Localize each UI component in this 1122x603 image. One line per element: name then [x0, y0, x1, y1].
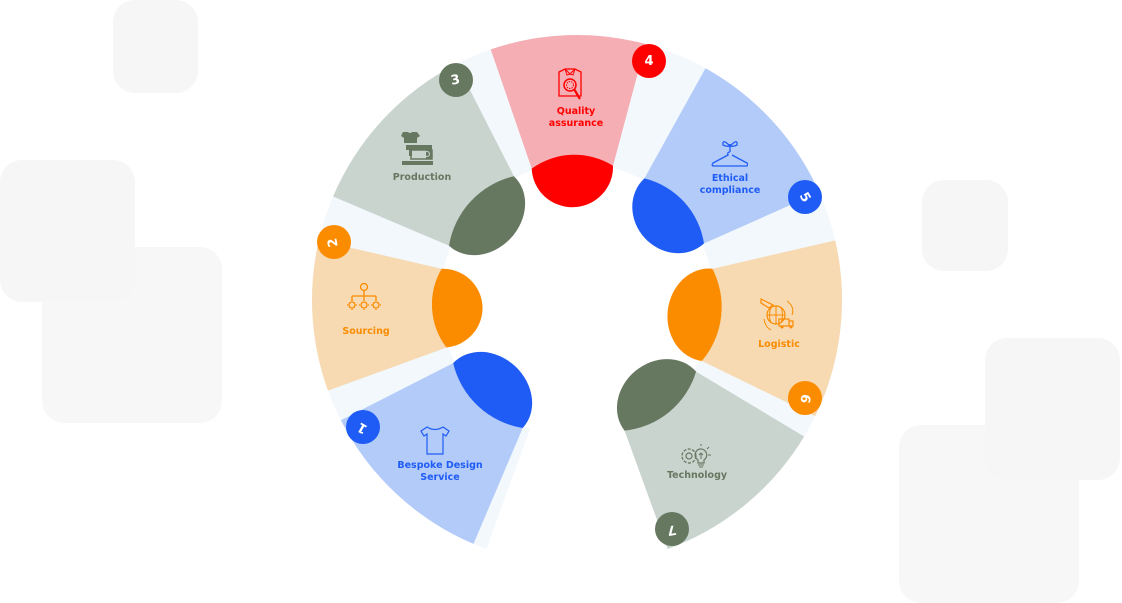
step-number-badge: 5: [788, 180, 822, 214]
globe-plane-truck-icon: [759, 297, 797, 337]
segment-label-line: Service: [420, 472, 460, 483]
segment-petal: [449, 176, 526, 256]
segment-petal: [531, 154, 614, 208]
step-number-badge: 7: [655, 512, 689, 546]
step-number: 6: [796, 392, 814, 404]
tshirt-icon: [418, 424, 456, 464]
segment-label: Logistic: [758, 339, 800, 351]
segment-label-line: Ethical: [711, 173, 749, 184]
segment-wedge: [340, 362, 524, 544]
segment-wedge: [312, 240, 449, 391]
step-number: 2: [325, 236, 343, 248]
step-number: 5: [796, 189, 814, 205]
shirt-magnifier-icon: [553, 68, 591, 108]
segment-label: Technology: [667, 470, 727, 482]
segment-ethical-compliance[interactable]: [632, 68, 820, 254]
background-square: [899, 425, 1079, 603]
step-number: 4: [644, 53, 654, 69]
segment-bespoke-design-service[interactable]: [340, 351, 533, 544]
segment-wedge: [623, 370, 805, 549]
segment-petal: [632, 178, 704, 254]
background-square: [113, 0, 198, 93]
segment-label-line: Bespoke Design: [397, 460, 483, 471]
segment-quality-assurance[interactable]: [490, 34, 646, 208]
step-number: 1: [355, 418, 371, 436]
step-number-badge: 4: [632, 44, 666, 78]
segment-label-line: Sourcing: [342, 326, 390, 337]
segment-label-line: Logistic: [758, 339, 800, 350]
segment-label-line: assurance: [548, 118, 604, 129]
background-square: [922, 180, 1008, 271]
step-number-badge: 2: [317, 225, 351, 259]
segment-petal: [431, 268, 483, 348]
segment-petal: [667, 268, 722, 361]
segment-wedge: [490, 34, 646, 171]
segment-production[interactable]: [333, 63, 526, 256]
step-number-badge: 1: [346, 410, 380, 444]
segment-wedge: [700, 240, 843, 417]
background-square: [42, 247, 222, 423]
segment-wedge: [643, 68, 820, 245]
segment-label: Production: [393, 172, 451, 184]
segment-petal: [453, 351, 533, 428]
gear-bulb-icon: [678, 441, 716, 481]
step-number-badge: 3: [439, 63, 473, 97]
segment-logistic[interactable]: [667, 240, 843, 417]
segment-petal: [616, 359, 697, 431]
step-number: 3: [450, 71, 462, 89]
hanger-sprout-icon: [710, 136, 749, 176]
network-hierarchy-icon: [347, 282, 385, 323]
sewing-machine-icon: [397, 130, 435, 170]
segment-label-line: Quality: [556, 106, 596, 117]
segment-sourcing[interactable]: [312, 240, 483, 391]
segment-wedge: [333, 63, 515, 247]
segment-label: Sourcing: [342, 326, 389, 338]
segment-technology[interactable]: [616, 359, 805, 549]
step-number-badge: 6: [788, 381, 822, 415]
segment-label-line: Production: [392, 172, 452, 183]
segment-label-line: Technology: [666, 470, 728, 481]
segment-label-line: compliance: [699, 185, 761, 196]
step-number: 7: [666, 520, 678, 538]
